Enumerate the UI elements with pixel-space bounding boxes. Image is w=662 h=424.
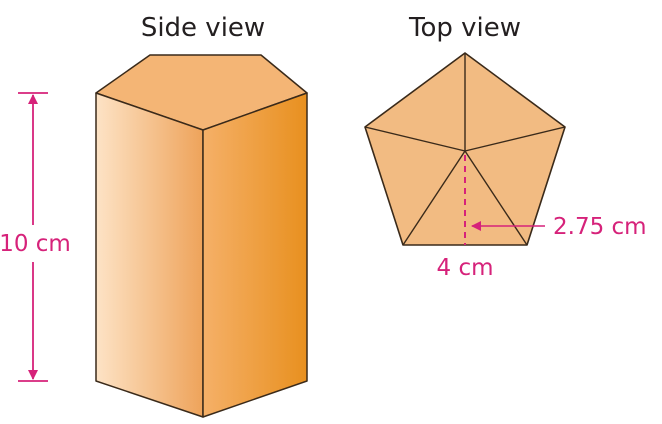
side-view-title: Side view: [141, 13, 265, 43]
pentagon-spoke-4: [402, 150, 466, 246]
top-view-pentagon: 2.75 cm 4 cm: [364, 52, 647, 281]
height-dimension: 10 cm: [0, 92, 71, 382]
prism-side-face: [202, 92, 308, 418]
height-label: 10 cm: [0, 231, 71, 257]
side-view-prism: [95, 54, 308, 418]
pentagon-spoke-2: [464, 126, 566, 152]
top-view-title: Top view: [408, 13, 521, 43]
apothem-label: 2.75 cm: [553, 214, 647, 240]
base-edge-label: 4 cm: [437, 255, 494, 281]
prism-front-face: [95, 92, 204, 418]
pentagon-spoke-5: [364, 126, 466, 152]
pentagon-spoke-3: [464, 150, 528, 246]
